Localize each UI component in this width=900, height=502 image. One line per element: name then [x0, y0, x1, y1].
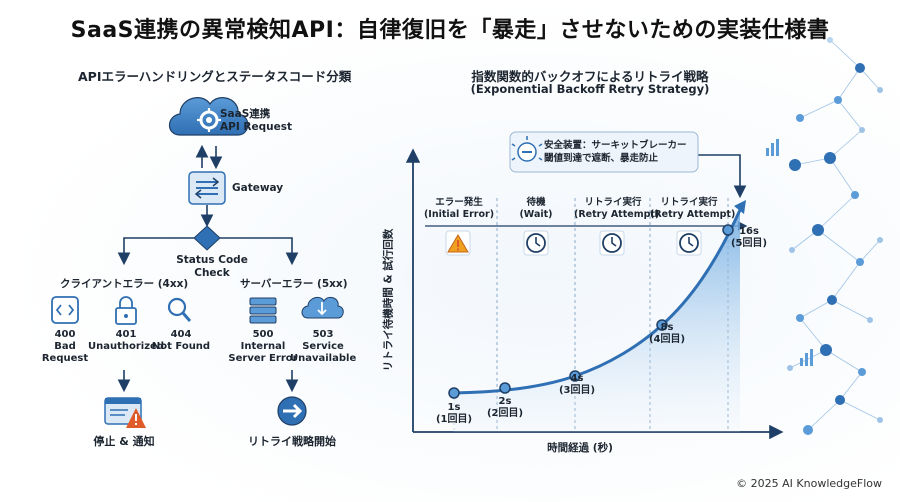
code-500-number: 500 — [252, 329, 274, 340]
status-check-line2: Check — [194, 267, 230, 279]
code-400: 400 Bad Request — [35, 329, 95, 365]
stop-notify-label: 停止 & 通知 — [93, 435, 155, 448]
code-400-line2: Request — [41, 353, 89, 364]
api-request-label: SaaS連携 API Request — [220, 108, 292, 134]
point-3-attempt: (3回目) — [558, 385, 596, 396]
circuit-breaker-icon — [511, 136, 543, 162]
code-404: 404 Not Found — [150, 329, 212, 353]
magnifier-icon — [167, 297, 192, 322]
code-400-number: 400 — [54, 329, 76, 340]
breaker-line1: 安全装置：サーキットブレーカー — [544, 140, 687, 151]
point-2-value: 2s — [498, 396, 512, 407]
point-5-value: 16s — [739, 226, 759, 237]
backoff-curve — [453, 209, 742, 395]
page-title: SaaS連携の異常検知API：自律復旧を「暴走」させないための実装仕様書 — [70, 18, 830, 43]
cloud-gear-icon — [168, 97, 249, 136]
code-401-line1: Unauthorized — [88, 341, 164, 352]
client-error-heading: クライアントエラー (4xx) — [60, 278, 189, 290]
phase-retry-1-line2: (Retry Attempt) — [574, 209, 660, 220]
phase-retry-1: リトライ実行 (Retry Attempt) — [574, 197, 660, 221]
mini-bar-icon — [766, 139, 813, 366]
code-404-number: 404 — [170, 329, 192, 340]
code-500-line2: Server Error — [228, 353, 298, 364]
code-503-number: 503 — [312, 329, 334, 340]
point-2 — [499, 382, 511, 394]
point-4-attempt: (4回目) — [648, 334, 686, 345]
point-2-attempt: (2回目) — [486, 408, 524, 419]
point-4-value: 8s — [660, 322, 674, 333]
network-nodes — [787, 37, 883, 435]
right-subheading: (Exponential Backoff Retry Strategy) — [470, 82, 710, 96]
breaker-text: 安全装置：サーキットブレーカー 閾値到達で遮断、暴走防止 — [544, 139, 687, 165]
lock-icon — [115, 296, 137, 325]
point-4 — [656, 319, 668, 331]
copyright: © 2025 AI KnowledgeFlow — [736, 477, 882, 490]
phase-retry-2: リトライ実行 (Retry Attempt) — [650, 197, 736, 221]
breaker-arrow — [697, 154, 747, 199]
code-401: 401 Unauthorized — [88, 329, 164, 353]
code-400-line1: Bad — [54, 341, 76, 352]
code-500-line1: Internal — [240, 341, 286, 352]
breaker-box — [509, 131, 699, 173]
right-heading: 指数関数的バックオフによるリトライ戦略 — [471, 69, 709, 84]
gateway-icon — [188, 171, 226, 205]
phase-retry-2-line2: (Retry Attempt) — [650, 209, 736, 220]
left-heading: APIエラーハンドリングとステータスコード分類 — [78, 69, 352, 84]
server-error-heading: サーバーエラー (5xx) — [240, 278, 348, 290]
point-1-value: 1s — [447, 402, 461, 413]
point-5-label: 16s (5回目) — [724, 226, 774, 250]
warning-icon — [445, 230, 471, 256]
phase-wait: 待機 (Wait) — [498, 197, 574, 221]
retry-start-label: リトライ戦略開始 — [248, 435, 336, 448]
status-check-label: Status Code Check — [160, 254, 264, 280]
point-5-attempt: (5回目) — [730, 238, 768, 249]
phase-wait-line2: (Wait) — [519, 209, 553, 220]
point-3-value: 4s — [570, 373, 584, 384]
cloud-download-icon — [301, 296, 344, 319]
point-3 — [569, 370, 581, 382]
y-axis-label: リトライ待機時間 & 試行回数 — [382, 228, 395, 372]
code-401-number: 401 — [115, 329, 137, 340]
phase-initial-error-line1: エラー発生 — [435, 197, 483, 208]
decision-diamond — [193, 225, 221, 251]
network-decoration — [789, 39, 881, 431]
api-request-line1: SaaS連携 — [220, 108, 271, 120]
curve-area — [454, 210, 740, 432]
code-503-line2: Unavailable — [290, 353, 357, 364]
code-503-line1: Service — [302, 341, 344, 352]
curve-arrowhead — [734, 200, 746, 214]
code-500: 500 Internal Server Error — [228, 329, 298, 365]
phase-retry-2-line1: リトライ実行 — [660, 197, 718, 208]
point-1 — [448, 387, 460, 399]
api-request-line2: API Request — [220, 121, 292, 133]
alert-window-icon — [104, 397, 146, 428]
point-4-label: 8s (4回目) — [642, 322, 692, 346]
gateway-label: Gateway — [232, 182, 284, 194]
code-404-line1: Not Found — [151, 341, 211, 352]
clock-icon — [599, 230, 625, 256]
retry-arrow-icon — [277, 396, 307, 426]
code-icon — [51, 296, 79, 324]
x-axis-label: 時間経過 (秒) — [547, 442, 613, 454]
status-check-line1: Status Code — [176, 254, 248, 266]
server-icon — [249, 297, 277, 324]
point-2-label: 2s (2回目) — [480, 396, 530, 420]
clock-icon — [523, 230, 549, 256]
point-1-attempt: (1回目) — [435, 414, 473, 425]
clock-icon — [676, 230, 702, 256]
breaker-line2: 閾値到達で遮断、暴走防止 — [544, 153, 659, 164]
phase-initial-error: エラー発生 (Initial Error) — [420, 197, 498, 221]
point-3-label: 4s (3回目) — [552, 373, 602, 397]
phase-wait-line1: 待機 — [526, 197, 546, 208]
code-503: 503 Service Unavailable — [290, 329, 356, 365]
phase-initial-error-line2: (Initial Error) — [423, 209, 495, 220]
point-1-label: 1s (1回目) — [429, 402, 479, 426]
phase-retry-1-line1: リトライ実行 — [584, 197, 642, 208]
point-5 — [722, 224, 734, 236]
